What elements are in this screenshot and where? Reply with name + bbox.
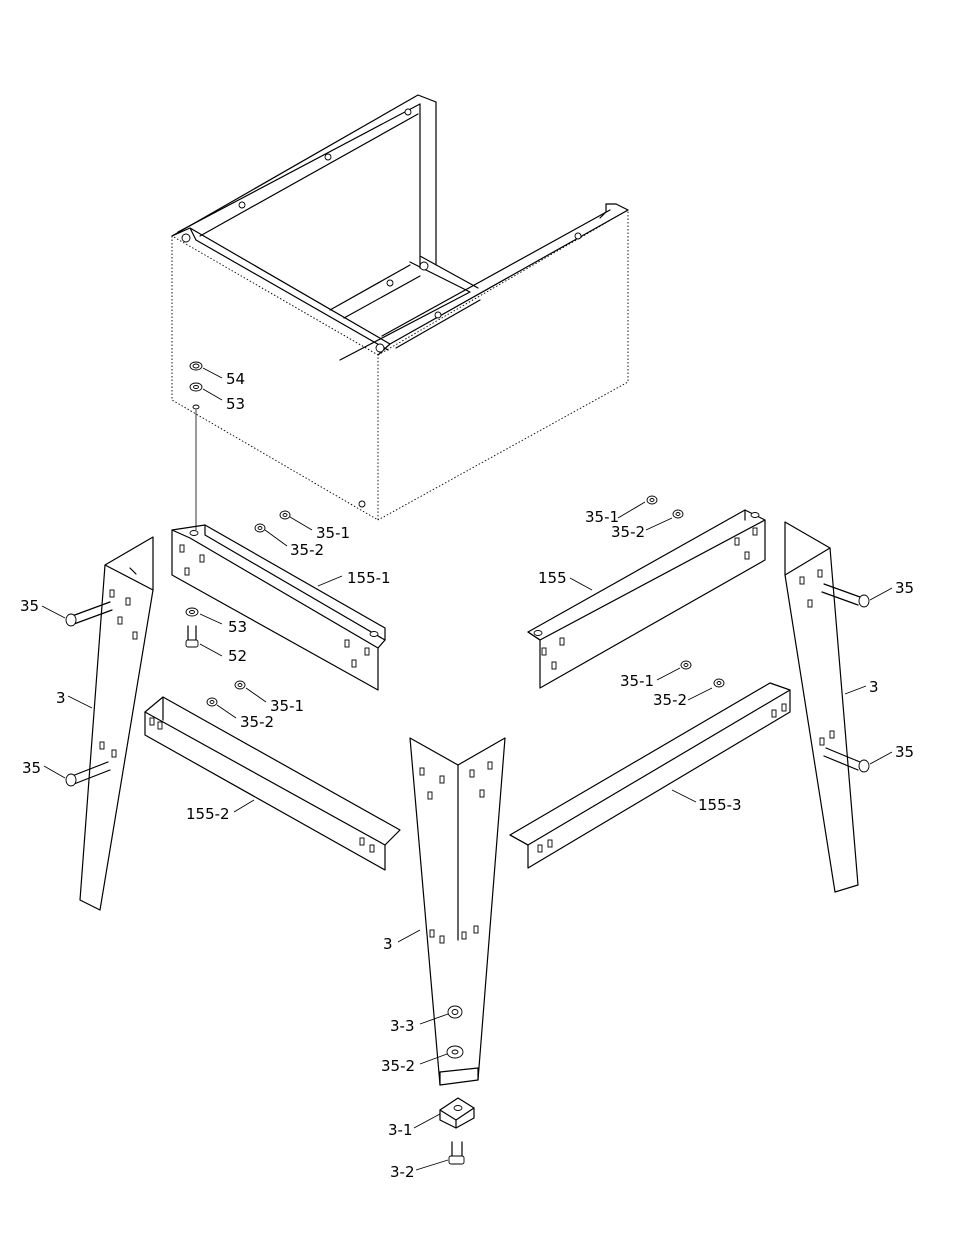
fastener-35-1-upper-left (254, 510, 291, 533)
nut-54 (189, 361, 203, 371)
bolt-35-left-upper (65, 601, 113, 627)
label-3-3: 3-3 (390, 1017, 415, 1035)
bolt-35-right-upper (821, 583, 870, 608)
label-3-c: 3 (383, 935, 393, 953)
rail-155-3 (509, 682, 791, 869)
nut-3-3 (447, 1005, 463, 1019)
rail-155-1 (171, 524, 386, 691)
label-155-2: 155-2 (186, 805, 230, 823)
label-52: 52 (228, 647, 247, 665)
label-35-2-b: 35-2 (240, 713, 274, 731)
bolt-35-left-lower (65, 761, 111, 787)
label-35-2-a: 35-2 (290, 541, 324, 559)
foot-pad-3-1 (439, 1097, 475, 1129)
bolt-3-2 (448, 1141, 465, 1165)
label-35-2-c: 35-2 (611, 523, 645, 541)
rail-155 (527, 509, 766, 689)
fastener-35-1-upper-right (646, 495, 684, 519)
label-3-2: 3-2 (390, 1163, 415, 1181)
label-54: 54 (226, 370, 245, 388)
label-155: 155 (538, 569, 567, 587)
label-35-1-c: 35-1 (585, 508, 619, 526)
label-3-b: 3 (869, 678, 879, 696)
label-155-1: 155-1 (347, 569, 391, 587)
label-35-1-d: 35-1 (620, 672, 654, 690)
label-53-upper: 53 (226, 395, 245, 413)
leg-center (409, 737, 506, 1086)
fastener-35-1-lower-left (206, 680, 246, 707)
leg-left (79, 536, 154, 911)
bolt-35-right-lower (823, 747, 870, 773)
label-35-b: 35 (22, 759, 41, 777)
rail-155-2 (144, 696, 401, 871)
label-35-d: 35 (895, 743, 914, 761)
label-3-1: 3-1 (388, 1121, 413, 1139)
bolt-52 (185, 625, 199, 648)
cabinet (171, 94, 629, 521)
label-35-2-e: 35-2 (381, 1057, 415, 1075)
washer-53-lower (185, 607, 199, 617)
washer-53-upper (189, 382, 203, 392)
part-labels: 54 53 35-1 35-2 155-1 53 52 35 3 35 35-1… (20, 370, 914, 1181)
label-53-lower: 53 (228, 618, 247, 636)
label-35-1-a: 35-1 (316, 524, 350, 542)
leg-right (784, 521, 859, 893)
fastener-35-1-lower-right (680, 660, 725, 688)
label-35-1-b: 35-1 (270, 697, 304, 715)
leader-lines (41, 367, 893, 1171)
label-155-3: 155-3 (698, 796, 742, 814)
label-35-a: 35 (20, 597, 39, 615)
label-3-a: 3 (56, 689, 66, 707)
washer-35-2-center (446, 1045, 464, 1059)
label-35-c: 35 (895, 579, 914, 597)
label-35-2-d: 35-2 (653, 691, 687, 709)
